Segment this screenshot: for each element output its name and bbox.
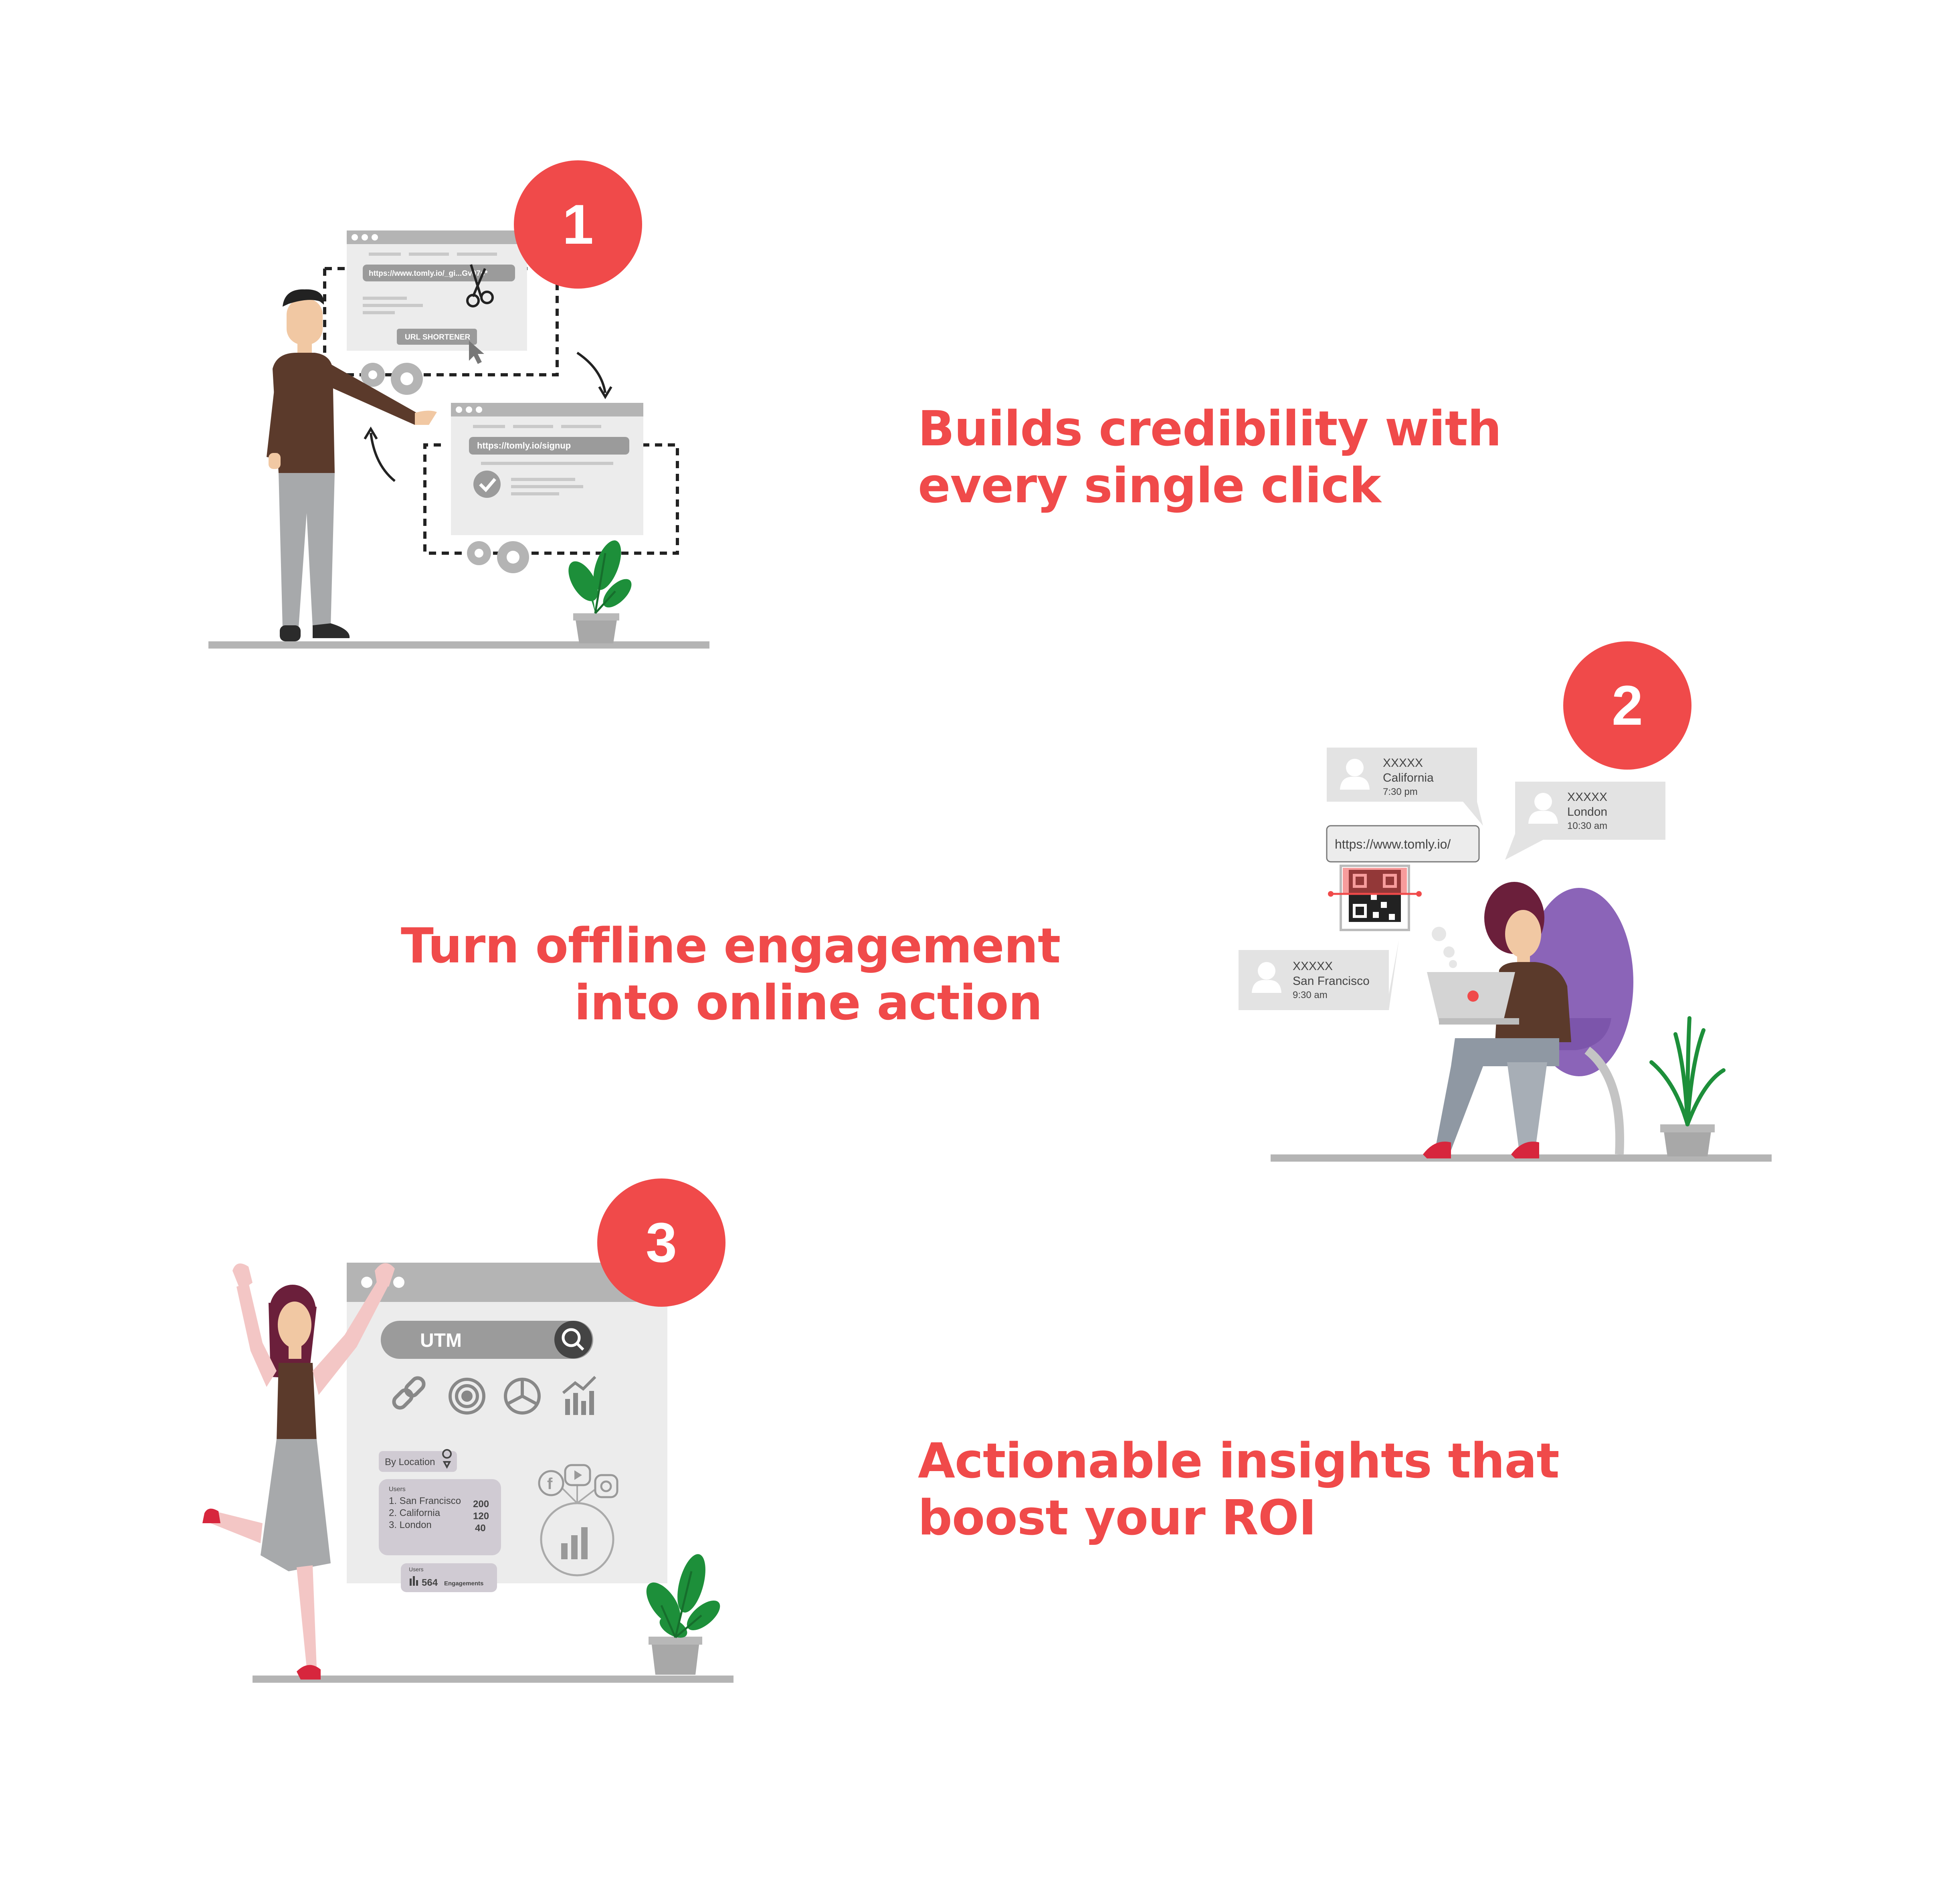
step-number-3: 3 xyxy=(646,1211,677,1274)
by-location-label: By Location xyxy=(385,1457,435,1467)
location-row-name: 3. London xyxy=(389,1520,432,1530)
step-badge-1 xyxy=(514,160,642,289)
engagements-chip xyxy=(401,1563,497,1592)
short-url-text: https://tomly.io/signup xyxy=(477,441,571,451)
step-1-headline-line-2: every single click xyxy=(918,458,1381,514)
woman-with-laptop xyxy=(1423,882,1571,1158)
locations-table xyxy=(379,1479,501,1555)
arrow-down-icon xyxy=(576,352,606,393)
step-badge-3 xyxy=(597,1178,725,1307)
speech-bubble-san-francisco: XXXXX San Francisco 9:30 am xyxy=(1239,940,1399,1010)
url-box xyxy=(1326,825,1480,863)
browser-window-short-url: https://tomly.io/signup xyxy=(451,403,643,535)
gears-icon xyxy=(467,541,529,573)
facebook-icon xyxy=(538,1470,564,1496)
thought-dot xyxy=(1432,927,1446,941)
thought-dot xyxy=(1449,960,1457,968)
location-row-count: 120 xyxy=(473,1511,489,1522)
scissors-icon xyxy=(466,264,494,307)
bubble-place: San Francisco xyxy=(1293,974,1370,988)
step-2-headline: Turn offline engagement into online acti… xyxy=(401,918,1061,1032)
analytics-window: UTM By Location xyxy=(347,1263,667,1592)
gears-icon xyxy=(361,363,423,395)
checkmark-icon xyxy=(473,471,501,498)
search-button xyxy=(554,1321,592,1358)
url-shortener-button-label: URL SHORTENER xyxy=(405,333,471,342)
user-avatar-icon xyxy=(1346,759,1364,776)
dashed-flow-path xyxy=(323,267,559,376)
engagements-label: Engagements xyxy=(444,1580,483,1587)
arrow-up-icon xyxy=(370,433,396,482)
bubble-time: 10:30 am xyxy=(1567,821,1607,831)
bubble-place: London xyxy=(1567,805,1607,819)
speech-bubble-london: XXXXX London 10:30 am xyxy=(1505,782,1665,860)
thought-dot xyxy=(1443,946,1455,958)
illustration-utm-insights: UTM By Location xyxy=(202,1178,734,1683)
instagram-icon xyxy=(594,1474,618,1498)
cursor-icon xyxy=(469,341,484,364)
bubble-name: XXXXX xyxy=(1567,790,1607,804)
step-3-headline: Actionable insights that boost your ROI xyxy=(918,1433,1560,1547)
laptop-icon xyxy=(1439,1018,1519,1025)
potted-plant xyxy=(1649,1016,1726,1156)
step-2-headline-line-2: into online action xyxy=(574,975,1043,1031)
target-icon xyxy=(449,1378,485,1415)
potted-plant xyxy=(568,540,632,643)
bubble-place: California xyxy=(1383,771,1434,784)
illustration-qr-engagement: XXXXX California 7:30 pm XXXXX London 10… xyxy=(1239,641,1772,1162)
qr-code-icon xyxy=(1328,865,1422,931)
pie-chart-icon xyxy=(504,1378,541,1415)
arrow-head xyxy=(598,386,612,399)
step-number-1: 1 xyxy=(562,193,594,256)
long-url-text: https://www.tomly.io/_gi...Gv07s* xyxy=(369,269,488,278)
arrow-head xyxy=(364,426,378,440)
step-3-headline-line-1: Actionable insights that xyxy=(918,1433,1560,1489)
utm-search-bar xyxy=(381,1321,593,1359)
url-box-text: https://www.tomly.io/ xyxy=(1335,837,1451,851)
engagements-count: 564 xyxy=(422,1577,438,1588)
dashed-flow-path xyxy=(423,443,679,555)
man-presenting xyxy=(267,289,437,641)
step-badge-2 xyxy=(1563,641,1691,770)
users-label: Users xyxy=(389,1486,406,1493)
search-icon xyxy=(562,1328,584,1351)
bubble-name: XXXXX xyxy=(1293,960,1333,973)
link-icon xyxy=(392,1376,426,1410)
location-row-name: 2. California xyxy=(389,1508,441,1518)
illustration-url-shortener: https://www.tomly.io/_gi...Gv07s* URL SH… xyxy=(208,160,709,649)
location-row-count: 200 xyxy=(473,1499,489,1510)
floor-line xyxy=(208,641,709,649)
facebook-glyph: f xyxy=(547,1475,553,1493)
step-number-2: 2 xyxy=(1612,674,1643,737)
location-row-name: 1. San Francisco xyxy=(389,1496,461,1506)
floor-line xyxy=(253,1676,734,1683)
step-2-headline-line-1: Turn offline engagement xyxy=(401,918,1061,974)
bars-icon xyxy=(410,1576,418,1586)
user-avatar-icon xyxy=(1258,962,1275,980)
step-3-headline-line-2: boost your ROI xyxy=(918,1490,1316,1546)
user-avatar-icon xyxy=(1534,793,1552,811)
step-1-headline: Builds credibility with every single cli… xyxy=(918,401,1501,515)
browser-window-long-url: https://www.tomly.io/_gi...Gv07s* URL SH… xyxy=(347,230,527,364)
bubble-name: XXXXX xyxy=(1383,756,1423,770)
growth-bars-icon xyxy=(561,1527,588,1559)
speech-bubble-california: XXXXX California 7:30 pm xyxy=(1327,748,1483,826)
bubble-time: 9:30 am xyxy=(1293,990,1328,1001)
potted-plant xyxy=(646,1554,720,1675)
short-url-field xyxy=(469,437,629,455)
by-location-chip xyxy=(379,1451,457,1472)
long-url-field xyxy=(363,265,515,281)
bar-chart-icon xyxy=(562,1376,596,1415)
engagements-users-caption: Users xyxy=(409,1566,424,1573)
url-shortener-button xyxy=(397,329,477,345)
bubble-time: 7:30 pm xyxy=(1383,786,1418,797)
utm-search-label: UTM xyxy=(420,1330,462,1351)
location-pin-icon xyxy=(442,1449,452,1469)
woman-celebrating xyxy=(202,1263,395,1680)
location-row-count: 40 xyxy=(475,1523,486,1534)
step-1-headline-line-1: Builds credibility with xyxy=(918,401,1501,457)
